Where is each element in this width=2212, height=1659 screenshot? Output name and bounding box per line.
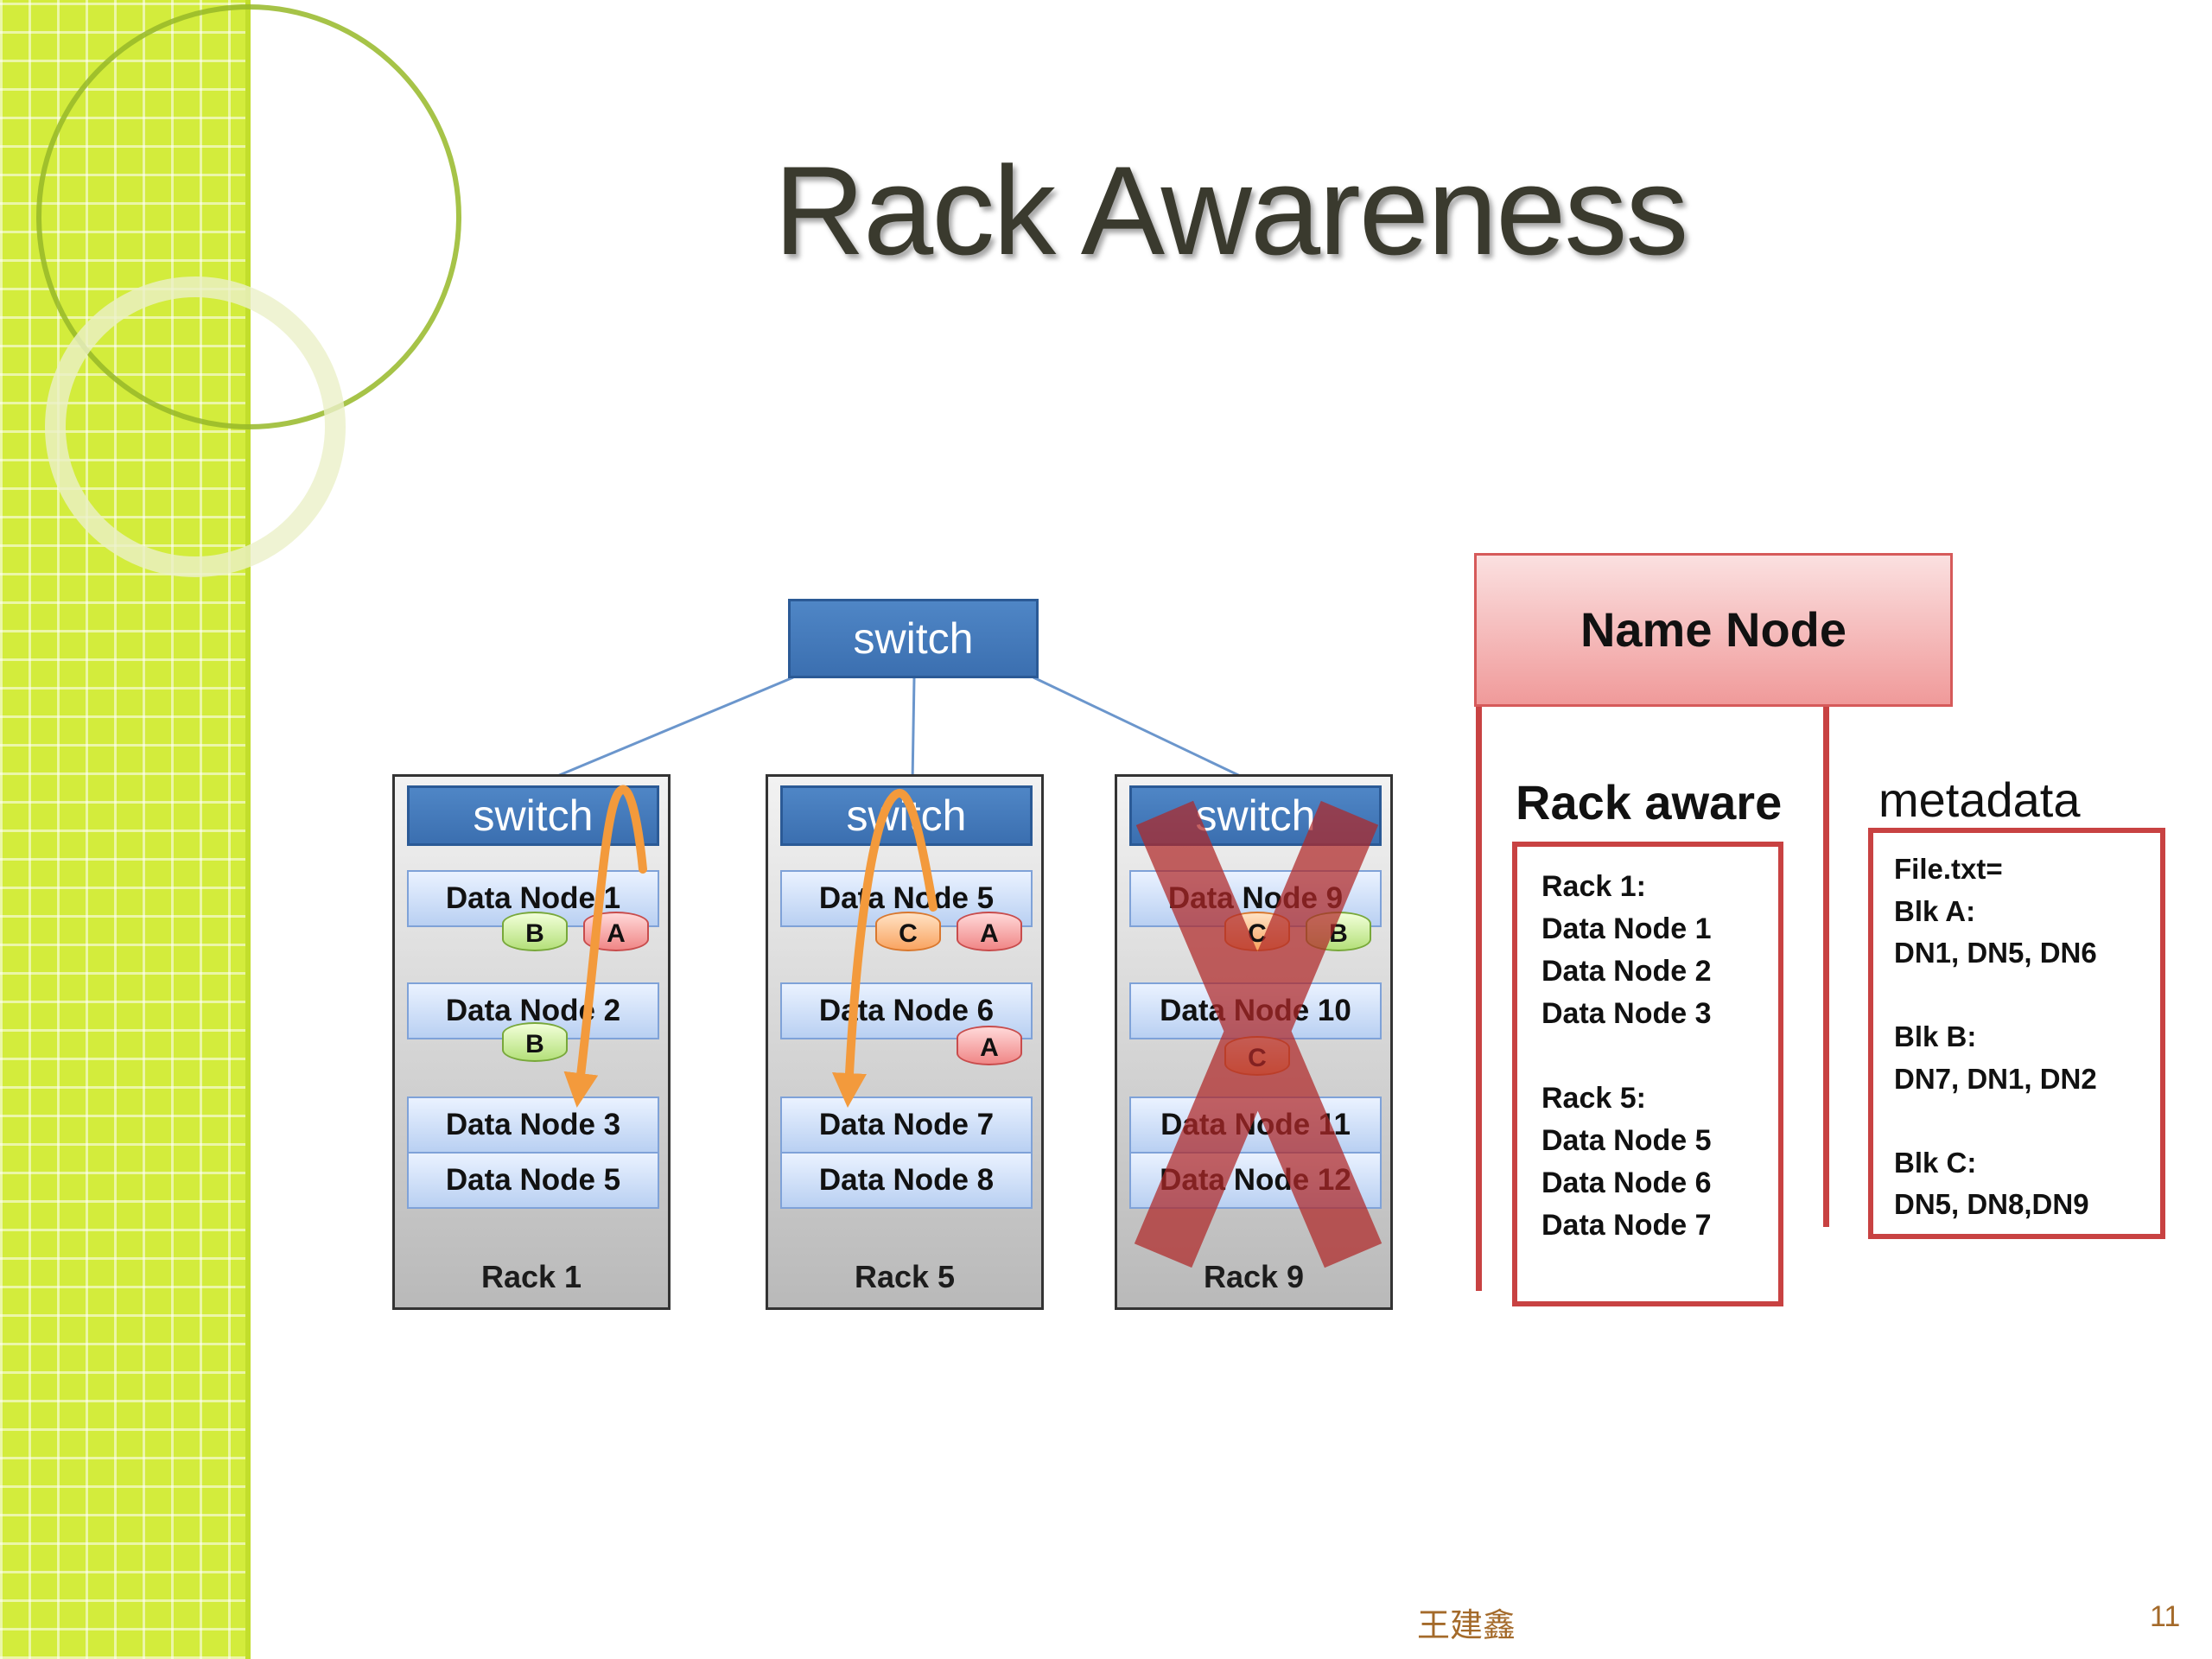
rack-aware-line: Rack 1:	[1541, 870, 1646, 903]
metadata-line: DN5, DN8,DN9	[1894, 1188, 2089, 1220]
block-replica: A	[957, 912, 1022, 951]
block-replica: B	[502, 912, 568, 951]
rack-label: Rack 9	[1203, 1259, 1305, 1294]
name-node-connector-right	[1823, 707, 1829, 1227]
metadata-line: Blk A:	[1894, 894, 1976, 927]
rack-aware-line: Data Node 5	[1541, 1124, 1712, 1157]
rack-label: Rack 5	[854, 1259, 956, 1294]
rack-aware-line	[1541, 1035, 1712, 1077]
rack-aware-line: Data Node 7	[1541, 1209, 1712, 1242]
rack-failure-x-mark	[1134, 800, 1382, 1268]
rack-1: switch Data Node 1 Data Node 2 Data Node…	[392, 774, 671, 1310]
rack-aware-box: Rack 1: Data Node 1 Data Node 2 Data Nod…	[1512, 842, 1783, 1306]
replication-arrow-rack1	[563, 785, 647, 1108]
decorative-band-edge	[245, 0, 251, 1659]
metadata-line	[1894, 1100, 2097, 1142]
metadata-line: File.txt=	[1894, 853, 2003, 885]
rack-aware-line: Data Node 3	[1541, 997, 1712, 1030]
rack-aware-line: Data Node 6	[1541, 1166, 1712, 1199]
slide-title: Rack Awareness	[773, 140, 1689, 281]
slide-page-number: 11	[2150, 1600, 2181, 1633]
rack-label: Rack 1	[480, 1259, 582, 1294]
block-replica: B	[502, 1022, 568, 1062]
metadata-heading: metadata	[1878, 772, 2081, 827]
metadata-line	[1894, 975, 2097, 1017]
metadata-line: Blk C:	[1894, 1146, 1977, 1179]
metadata-line: DN1, DN5, DN6	[1894, 937, 2097, 969]
rack-aware-line: Rack 5:	[1541, 1082, 1646, 1115]
rack-aware-line: Data Node 1	[1541, 912, 1712, 945]
metadata-line: Blk B:	[1894, 1020, 1977, 1052]
link-core-rack9	[1033, 676, 1255, 785]
rack-aware-heading: Rack aware	[1516, 775, 1783, 830]
replication-arrow-rack5	[832, 789, 938, 1108]
link-core-rack5	[911, 677, 916, 784]
data-node: Data Node 5	[407, 1152, 659, 1209]
core-switch: switch	[788, 599, 1039, 678]
data-node: Data Node 3	[407, 1096, 659, 1154]
data-node: Data Node 7	[780, 1096, 1033, 1154]
rack-aware-line: Data Node 2	[1541, 955, 1712, 988]
metadata-box: File.txt= Blk A: DN1, DN5, DN6 Blk B: DN…	[1868, 828, 2165, 1239]
metadata-line: DN7, DN1, DN2	[1894, 1062, 2097, 1095]
slide-author: 王建鑫	[1417, 1606, 1516, 1644]
name-node: Name Node	[1474, 553, 1953, 707]
rack-5: switch Data Node 5 Data Node 6 Data Node…	[766, 774, 1044, 1310]
block-replica: A	[957, 1026, 1022, 1065]
block-replica: C	[875, 912, 941, 951]
name-node-connector-left	[1476, 707, 1482, 1291]
link-core-rack1	[540, 676, 794, 785]
data-node: Data Node 8	[780, 1152, 1033, 1209]
